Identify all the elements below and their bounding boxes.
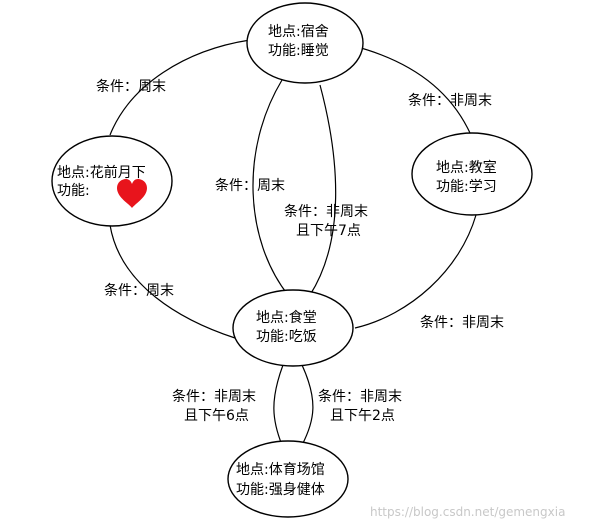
edge-class-canteen	[354, 214, 477, 329]
watermark-text: https://blog.csdn.net/gemengxia	[370, 505, 565, 519]
node-class	[411, 132, 533, 216]
node-class-function: 功能:学习	[436, 179, 497, 195]
node-gym	[227, 440, 349, 518]
node-dorm-location: 地点:宿舍	[268, 23, 329, 40]
node-canteen-function: 功能:吃饭	[256, 329, 317, 345]
edge-garden-canteen	[109, 224, 236, 339]
edge-dorm-canteen-right	[309, 84, 337, 296]
edge-label-canteen-gym-left-1: 条件：非周末	[172, 388, 256, 405]
heart-icon	[117, 179, 147, 208]
edge-label-class-canteen: 条件：非周末	[420, 314, 504, 331]
edge-label-dorm-canteen-right-1: 条件：非周末	[284, 203, 368, 220]
node-canteen	[232, 289, 354, 367]
node-garden-location: 地点:花前月下	[57, 164, 146, 181]
node-garden	[51, 135, 173, 227]
edge-label-dorm-canteen-right-2: 且下午7点	[296, 223, 361, 239]
node-class-location: 地点:教室	[436, 159, 497, 176]
edge-canteen-gym-right	[301, 364, 314, 446]
edge-label-garden-canteen: 条件：周末	[104, 282, 174, 299]
node-canteen-location: 地点:食堂	[256, 309, 317, 326]
node-gym-location: 地点:体育场馆	[236, 462, 325, 478]
node-dorm-function: 功能:睡觉	[268, 43, 329, 59]
edge-dorm-class	[349, 44, 471, 134]
edge-label-dorm-canteen-left: 条件：周末	[215, 177, 285, 194]
node-dorm	[246, 2, 364, 84]
edge-label-canteen-gym-right-2: 且下午2点	[330, 408, 395, 424]
edge-dorm-canteen-left	[252, 79, 289, 296]
edge-label-dorm-class: 条件：非周末	[408, 92, 492, 109]
edge-dorm-garden	[109, 39, 251, 136]
edge-label-canteen-gym-left-2: 且下午6点	[184, 408, 249, 424]
node-gym-function: 功能:强身健体	[236, 482, 325, 498]
edge-label-dorm-garden: 条件：周末	[96, 78, 166, 95]
edge-label-canteen-gym-right-1: 条件：非周末	[318, 388, 402, 405]
node-garden-function: 功能:	[57, 183, 90, 199]
edge-canteen-gym-left	[273, 364, 284, 446]
